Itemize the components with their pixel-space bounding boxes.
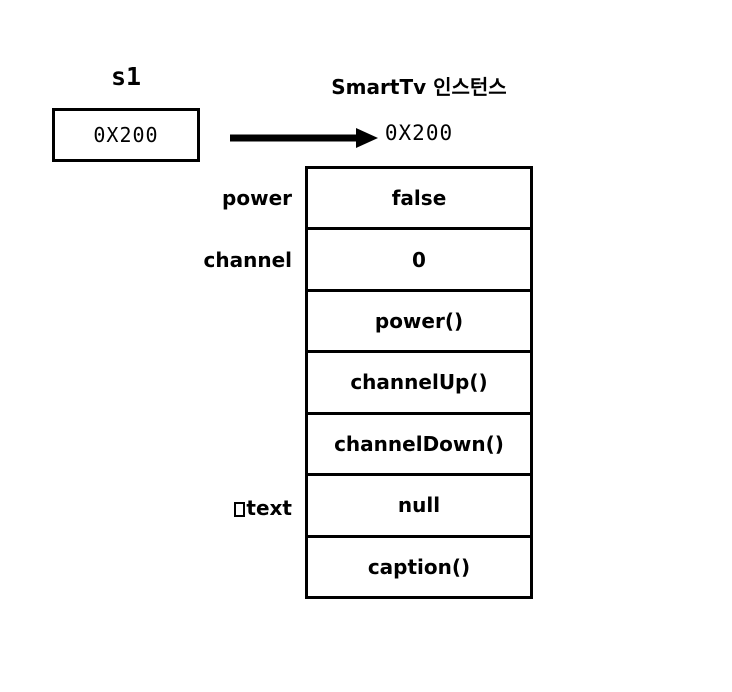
table-row: null [308,476,530,538]
instance-address: 0X200 [384,121,454,145]
method-channel-down: channelDown() [334,431,504,456]
table-row: channelDown() [308,415,530,477]
table-row: caption() [308,538,530,596]
field-value-text: null [397,493,441,518]
reference-variable-value: 0X200 [93,123,159,147]
missing-glyph-icon [234,502,246,517]
table-row: power() [308,292,530,354]
member-label-text-value: text [246,496,292,520]
field-value-channel: 0 [412,247,426,272]
instance-member-table: false 0 power() channelUp() channelDown(… [305,166,533,599]
reference-variable-name: s1 [110,62,142,91]
table-row: channelUp() [308,353,530,415]
member-label-text: text [120,496,300,520]
method-caption: caption() [367,554,471,579]
right-arrow-icon [228,126,380,150]
method-power: power() [374,309,464,334]
table-row: false [308,169,530,231]
method-channel-up: channelUp() [350,370,488,395]
member-label-channel: channel [203,248,293,272]
table-row: 0 [308,230,530,292]
instance-title: SmartTv 인스턴스 [331,75,507,99]
member-label-power: power [222,186,292,210]
reference-variable-box: 0X200 [52,108,200,162]
field-value-power: false [391,186,447,211]
